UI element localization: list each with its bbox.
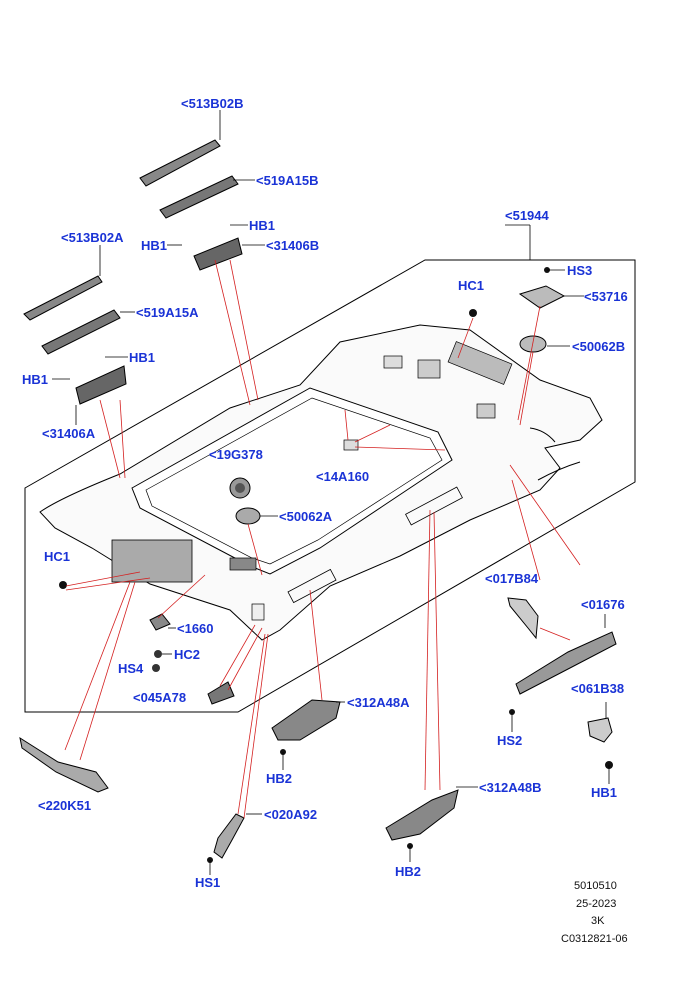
callout-312A48B: <312A48B — [479, 780, 542, 795]
callout-519A15B: <519A15B — [256, 173, 319, 188]
callout-leaders — [52, 110, 610, 875]
callout-hb1-mid: HB1 — [129, 350, 156, 365]
part-061B38 — [587, 717, 613, 743]
callout-53716: <53716 — [584, 289, 628, 304]
part-513B02B — [139, 139, 221, 187]
callout-513B02A: <513B02A — [61, 230, 124, 245]
callout-017B84: <017B84 — [485, 571, 539, 586]
callout-513B02B: <513B02B — [181, 96, 244, 111]
courtesy-lamp-opening-right — [405, 486, 463, 526]
part-31406B — [193, 237, 243, 271]
part-020A92 — [213, 813, 245, 859]
callout-50062A: <50062A — [279, 509, 333, 524]
sunroof-opening — [131, 387, 453, 575]
callout-061B38: <061B38 — [571, 681, 625, 696]
part-519A15B — [159, 175, 239, 219]
callout-hs4: HS4 — [118, 661, 144, 676]
callout-312A48A: <312A48A — [347, 695, 410, 710]
callout-1660: <1660 — [177, 621, 214, 636]
callout-51944: <51944 — [505, 208, 549, 223]
callout-hb2-left: HB2 — [266, 771, 293, 786]
callout-hb1-top-left: HB1 — [141, 238, 168, 253]
part-312A48A — [271, 699, 341, 741]
callout-19G378: <19G378 — [209, 447, 263, 462]
callout-hs3: HS3 — [567, 263, 593, 278]
part-220K51 — [19, 736, 109, 793]
part-312A48B — [385, 789, 459, 841]
reference-code: 3K — [591, 915, 605, 927]
part-1660 — [149, 613, 171, 631]
part-017B84 — [507, 597, 539, 640]
callout-hc2: HC2 — [174, 647, 201, 662]
part-14A160 — [343, 439, 359, 451]
reference-date: 25-2023 — [576, 898, 617, 910]
part-50062A — [235, 507, 261, 525]
callout-hs2: HS2 — [497, 733, 523, 748]
part-01676 — [515, 631, 617, 695]
courtesy-lamp-opening-left — [287, 568, 337, 604]
callout-hc1-left: HC1 — [44, 549, 71, 564]
callout-020A92: <020A92 — [264, 807, 318, 822]
callout-hs1: HS1 — [195, 875, 221, 890]
callout-hc1-top: HC1 — [458, 278, 485, 293]
part-53716 — [518, 285, 566, 309]
callout-31406A: <31406A — [42, 426, 96, 441]
callout-14A160: <14A160 — [316, 469, 370, 484]
callout-01676: <01676 — [581, 597, 625, 612]
leader-lines — [64, 259, 581, 819]
callout-50062B: <50062B — [572, 339, 626, 354]
callout-hb1-top: HB1 — [249, 218, 276, 233]
part-519A15A — [41, 309, 121, 355]
part-31406A — [75, 365, 127, 405]
callout-519A15A: <519A15A — [136, 305, 199, 320]
part-513B02A — [23, 275, 103, 321]
callout-hb2-right: HB2 — [395, 864, 422, 879]
callout-045A78: <045A78 — [133, 690, 187, 705]
part-045A78 — [207, 681, 235, 705]
reference-id: C0312821-06 — [561, 933, 628, 945]
callout-hb1-mid-left: HB1 — [22, 372, 49, 387]
reference-number: 5010510 — [574, 880, 617, 892]
assembly-frame — [24, 259, 636, 713]
callout-220K51: <220K51 — [38, 798, 92, 813]
callout-31406B: <31406B — [266, 238, 320, 253]
callout-hb1-right: HB1 — [591, 785, 618, 800]
